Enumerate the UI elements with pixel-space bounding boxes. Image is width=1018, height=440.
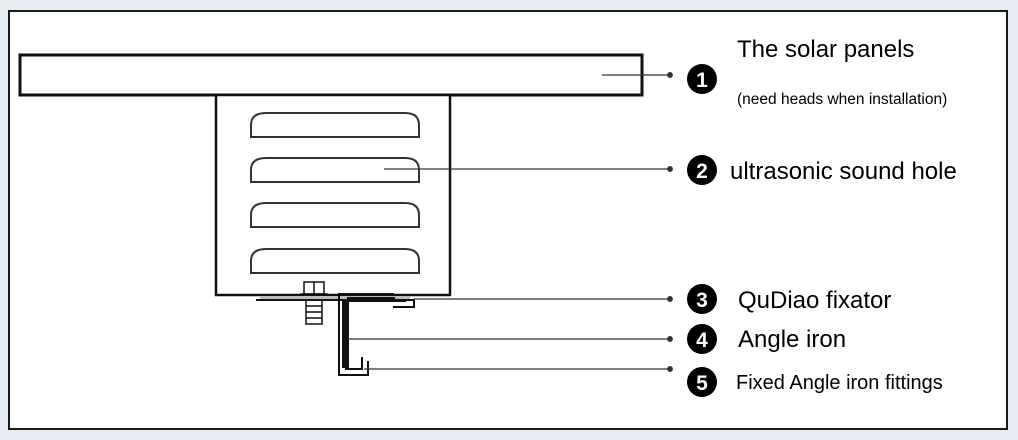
bolt: [300, 281, 328, 325]
badge-number-2: 2: [696, 160, 708, 183]
solar-panel: [18, 53, 644, 97]
badge-number-4: 4: [696, 329, 708, 352]
label-1-note: (need heads when installation): [737, 91, 947, 108]
badge-number-1: 1: [696, 69, 708, 92]
sound-hole-slot: [250, 157, 420, 183]
number-badge-5: [687, 367, 717, 397]
label-2-title: ultrasonic sound hole: [730, 158, 957, 185]
label-3-title: QuDiao fixator: [738, 287, 891, 314]
sound-hole-slot: [250, 112, 420, 138]
number-badge-4: [687, 324, 717, 354]
sound-hole-slot: [250, 202, 420, 228]
badge-number-3: 3: [696, 289, 708, 312]
sound-hole-slot: [250, 248, 420, 274]
label-4-title: Angle iron: [738, 326, 846, 353]
label-1-title: The solar panels: [737, 36, 914, 63]
label-1: 1 The solar panels (need heads when inst…: [687, 36, 947, 108]
number-badge-2: [687, 155, 717, 185]
leader-lines: [348, 72, 673, 372]
label-4: 4 Angle iron: [687, 324, 846, 354]
label-2: 2 ultrasonic sound hole: [687, 155, 957, 185]
number-badge-1: [687, 64, 717, 94]
badge-number-5: 5: [696, 372, 708, 395]
number-badge-3: [687, 284, 717, 314]
sound-holes: [250, 112, 420, 274]
label-3: 3 QuDiao fixator: [687, 284, 891, 314]
label-5-title: Fixed Angle iron fittings: [736, 372, 943, 394]
label-5: 5 Fixed Angle iron fittings: [687, 367, 943, 397]
angle-iron: [338, 293, 406, 376]
